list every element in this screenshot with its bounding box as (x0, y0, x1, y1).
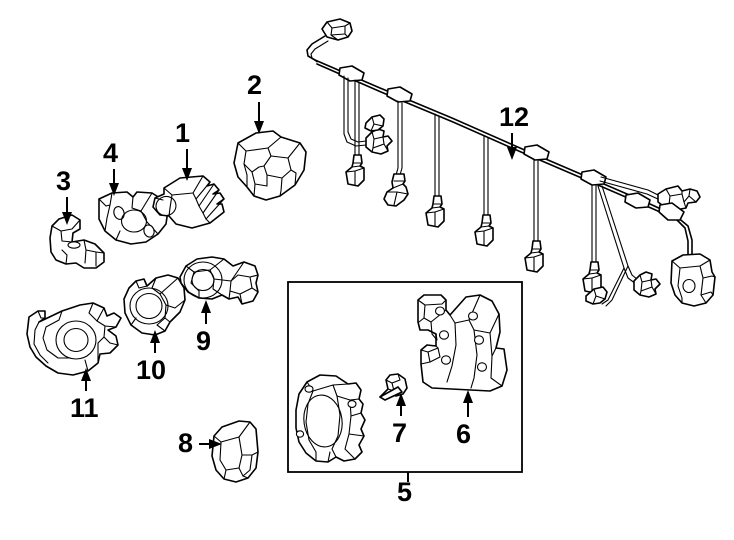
callout-label-12: 12 (499, 102, 530, 132)
part-9-park-assist-sensor (179, 256, 259, 305)
arrowhead-10 (150, 330, 160, 343)
callout-label-10: 10 (136, 355, 167, 385)
callout-label-2: 2 (247, 70, 263, 100)
harness-end-module (670, 253, 716, 307)
group-box-5 (287, 281, 523, 473)
callout-label-1: 1 (175, 118, 191, 148)
callout-label-6: 6 (456, 419, 472, 449)
harness-connector-a (365, 128, 393, 155)
part-12-wiring-harness (306, 18, 716, 307)
part-4-sensor-retainer-plate (98, 191, 169, 245)
harness-connector-e (474, 214, 494, 247)
arrowhead-4 (109, 183, 119, 196)
harness-connector-f (524, 240, 544, 273)
arrowhead-6 (463, 390, 473, 403)
callout-label-9: 9 (196, 326, 212, 356)
part-1-connector-housing (152, 175, 225, 229)
harness-connector-j (585, 286, 608, 305)
arrowhead-9 (201, 300, 211, 313)
harness-connector-h (633, 271, 661, 298)
part-3-small-bracket-clip (49, 214, 105, 269)
harness-connector-c (383, 173, 409, 207)
harness-connector-k (364, 114, 385, 132)
part-7-mounting-screw (379, 373, 408, 401)
arrowhead-1 (182, 168, 192, 181)
harness-connector-d (425, 195, 445, 228)
part-8-sensor-gasket-seal (211, 420, 259, 483)
arrowhead-12 (507, 147, 517, 160)
part-camera-module (295, 374, 366, 463)
part-10-sensor-retainer-ring (123, 274, 186, 336)
arrowhead-3 (62, 212, 72, 225)
part-2-retaining-clip (233, 130, 307, 201)
harness-connector-g (582, 261, 602, 294)
arrowhead-7 (396, 393, 406, 406)
callout-label-4: 4 (103, 138, 119, 168)
harness-connector-b (345, 154, 365, 187)
callout-label-3: 3 (56, 166, 72, 196)
part-11-sensor-bracket-assembly (26, 302, 122, 376)
arrowhead-8 (209, 439, 222, 449)
callout-label-8: 8 (178, 428, 194, 458)
callout-label-7: 7 (392, 418, 408, 448)
callout-label-5: 5 (397, 477, 413, 507)
arrowhead-2 (254, 121, 264, 134)
arrowhead-11 (81, 368, 91, 381)
part-6-camera-mounting-bracket (417, 294, 508, 392)
callout-label-11: 11 (70, 393, 99, 423)
